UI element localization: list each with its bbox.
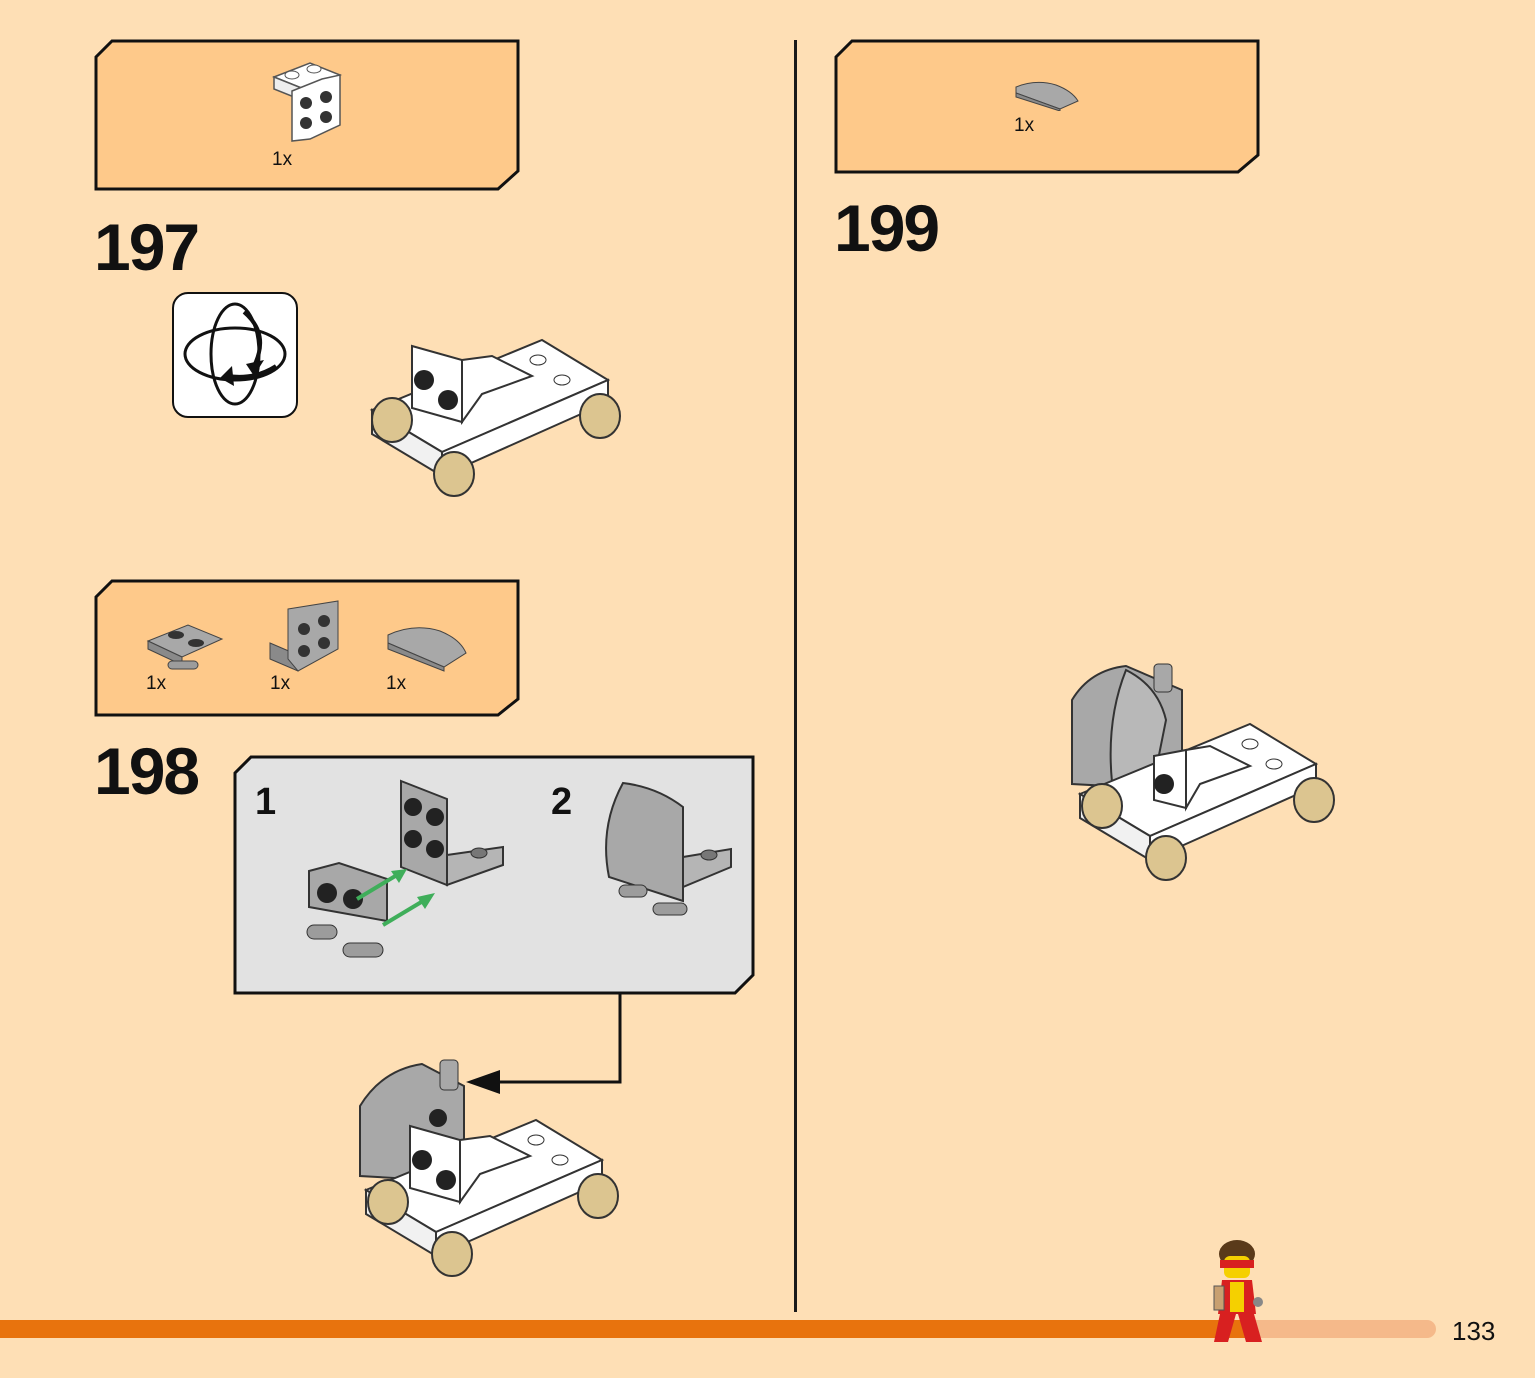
- rotate-arrows-icon: [183, 302, 287, 406]
- substep-2-illustration: [605, 781, 732, 916]
- part-quantity: 1x: [146, 673, 167, 694]
- progress-fill: [0, 1320, 1249, 1338]
- callout-connector-arrow: [466, 992, 622, 1094]
- white-bracket-part-icon: [271, 62, 343, 142]
- gray-curved-slope-part-icon: [387, 627, 467, 672]
- part-quantity: 1x: [272, 149, 293, 170]
- part-quantity: 1x: [386, 673, 407, 694]
- step-198-model-illustration: [359, 1059, 619, 1277]
- step-number: 197: [94, 210, 200, 284]
- part-quantity: 1x: [270, 673, 291, 694]
- step-197-parts-box: 1x: [94, 39, 520, 191]
- minifigure-progress-marker: [1213, 1240, 1263, 1342]
- substep-1-illustration: [306, 779, 504, 958]
- rotate-model-icon: [172, 292, 298, 418]
- substep-number: 2: [551, 781, 573, 823]
- part-quantity: 1x: [1014, 115, 1035, 136]
- step-197-model-illustration: [369, 338, 621, 497]
- step-199-parts-box: 1x: [834, 39, 1260, 174]
- gray-bracket-part-icon: [269, 600, 339, 672]
- step-number: 198: [94, 734, 200, 808]
- page-number: 133: [1452, 1316, 1496, 1346]
- step-198-parts-box: 1x 1x 1x: [94, 579, 520, 717]
- step-199-model-illustration: [1071, 663, 1335, 881]
- substep-number: 1: [255, 781, 277, 823]
- step-198-substep-box: 1 2: [233, 755, 756, 995]
- gray-plate-with-bars-part-icon: [146, 624, 224, 670]
- gray-curved-slope-part-icon: [1015, 81, 1079, 111]
- page-column-divider: [794, 40, 797, 1312]
- step-number: 199: [834, 191, 940, 265]
